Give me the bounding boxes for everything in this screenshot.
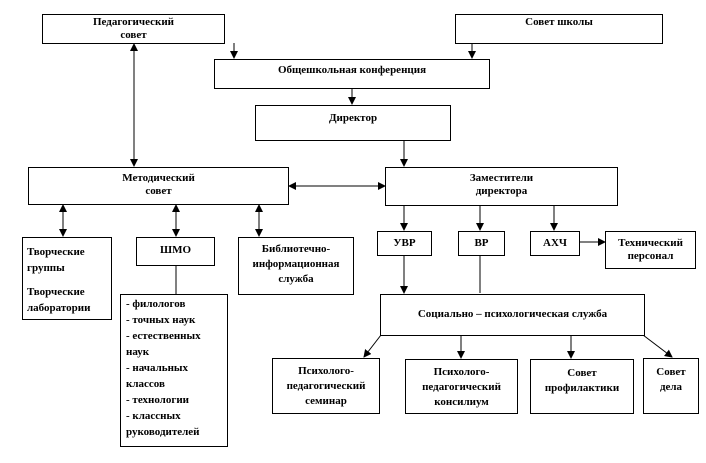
tech-personal-line2: персонал bbox=[627, 250, 674, 262]
zamestiteli-line1: Заместители bbox=[469, 172, 534, 184]
metod-sovet-line1: Методический bbox=[122, 172, 195, 184]
tvorcheskie-gruppy-label: Творческие группы bbox=[27, 246, 85, 274]
shmo-list-item: наук bbox=[126, 346, 150, 358]
line-socpsych-seminar bbox=[363, 334, 382, 358]
sovet-shkoly-box: Совет школы bbox=[455, 14, 663, 44]
psych-konsilium-line1: Психолого- bbox=[433, 366, 490, 378]
soc-psych-label: Социально – психологическая служба bbox=[417, 308, 608, 320]
biblio-line2: информационная bbox=[252, 258, 340, 270]
shmo-list-item: классов bbox=[126, 378, 165, 390]
direktor-box: Директор bbox=[255, 105, 451, 141]
sovet-dela-box: Совет дела bbox=[643, 358, 699, 414]
shmo-list-item: руководителей bbox=[126, 426, 200, 438]
tvorcheskie-laboratorii-label: Творческие лаборатории bbox=[27, 286, 91, 314]
shmo-list-box: - филологов - точных наук - естественных… bbox=[120, 294, 228, 447]
ped-sovet-line2: совет bbox=[120, 29, 147, 41]
shmo-label: ШМО bbox=[159, 244, 192, 256]
shmo-list-item: - начальных bbox=[126, 362, 189, 374]
sovet-profilaktiki-line1: Совет bbox=[567, 367, 597, 379]
soc-psych-box: Социально – психологическая служба bbox=[380, 294, 645, 336]
direktor-label: Директор bbox=[328, 112, 378, 124]
biblio-box: Библиотечно- информационная служба bbox=[238, 237, 354, 295]
vr-label: ВР bbox=[474, 237, 489, 249]
shmo-list-item: - филологов bbox=[126, 298, 186, 310]
konferenciya-label: Общешкольная конференция bbox=[277, 64, 427, 76]
uvr-label: УВР bbox=[393, 237, 416, 249]
psych-konsilium-line2: педагогический bbox=[422, 381, 501, 393]
sovet-shkoly-label: Совет школы bbox=[525, 16, 593, 28]
psych-seminar-line2: педагогический bbox=[286, 380, 366, 392]
ped-sovet-box: Педагогический совет bbox=[42, 14, 225, 44]
ahch-label: АХЧ bbox=[543, 237, 567, 249]
shmo-list-item: - классных bbox=[126, 410, 181, 422]
psych-seminar-line3: семинар bbox=[305, 395, 347, 407]
sovet-dela-line1: Совет bbox=[656, 366, 686, 378]
sovet-profilaktiki-line2: профилактики bbox=[544, 382, 620, 394]
uvr-box: УВР bbox=[377, 231, 432, 256]
shmo-list-item: - технологии bbox=[126, 394, 190, 406]
metod-sovet-line2: совет bbox=[145, 185, 172, 197]
ped-sovet-line1: Педагогический bbox=[92, 16, 175, 28]
konferenciya-box: Общешкольная конференция bbox=[214, 59, 490, 89]
shmo-box: ШМО bbox=[136, 237, 215, 266]
line-socpsych-dela bbox=[642, 334, 673, 358]
zamestiteli-line2: директора bbox=[475, 185, 528, 197]
tech-personal-box: Технический персонал bbox=[605, 231, 696, 269]
tvorcheskie-box: Творческие группы Творческие лаборатории bbox=[22, 237, 112, 320]
psych-seminar-line1: Психолого- bbox=[298, 365, 354, 377]
biblio-line1: Библиотечно- bbox=[261, 243, 331, 255]
psych-konsilium-line3: консилиум bbox=[434, 396, 489, 408]
tech-personal-line1: Технический bbox=[618, 237, 683, 249]
shmo-list-item: - точных наук bbox=[126, 314, 196, 326]
ahch-box: АХЧ bbox=[530, 231, 580, 256]
psych-seminar-box: Психолого- педагогический семинар bbox=[272, 358, 380, 414]
sovet-dela-line2: дела bbox=[659, 381, 683, 393]
shmo-list-item: - естественных bbox=[126, 330, 201, 342]
sovet-profilaktiki-box: Совет профилактики bbox=[530, 359, 634, 414]
psych-konsilium-box: Психолого- педагогический консилиум bbox=[405, 359, 518, 414]
biblio-line3: служба bbox=[278, 273, 314, 285]
zamestiteli-box: Заместители директора bbox=[385, 167, 618, 206]
vr-box: ВР bbox=[458, 231, 505, 256]
metod-sovet-box: Методический совет bbox=[28, 167, 289, 205]
